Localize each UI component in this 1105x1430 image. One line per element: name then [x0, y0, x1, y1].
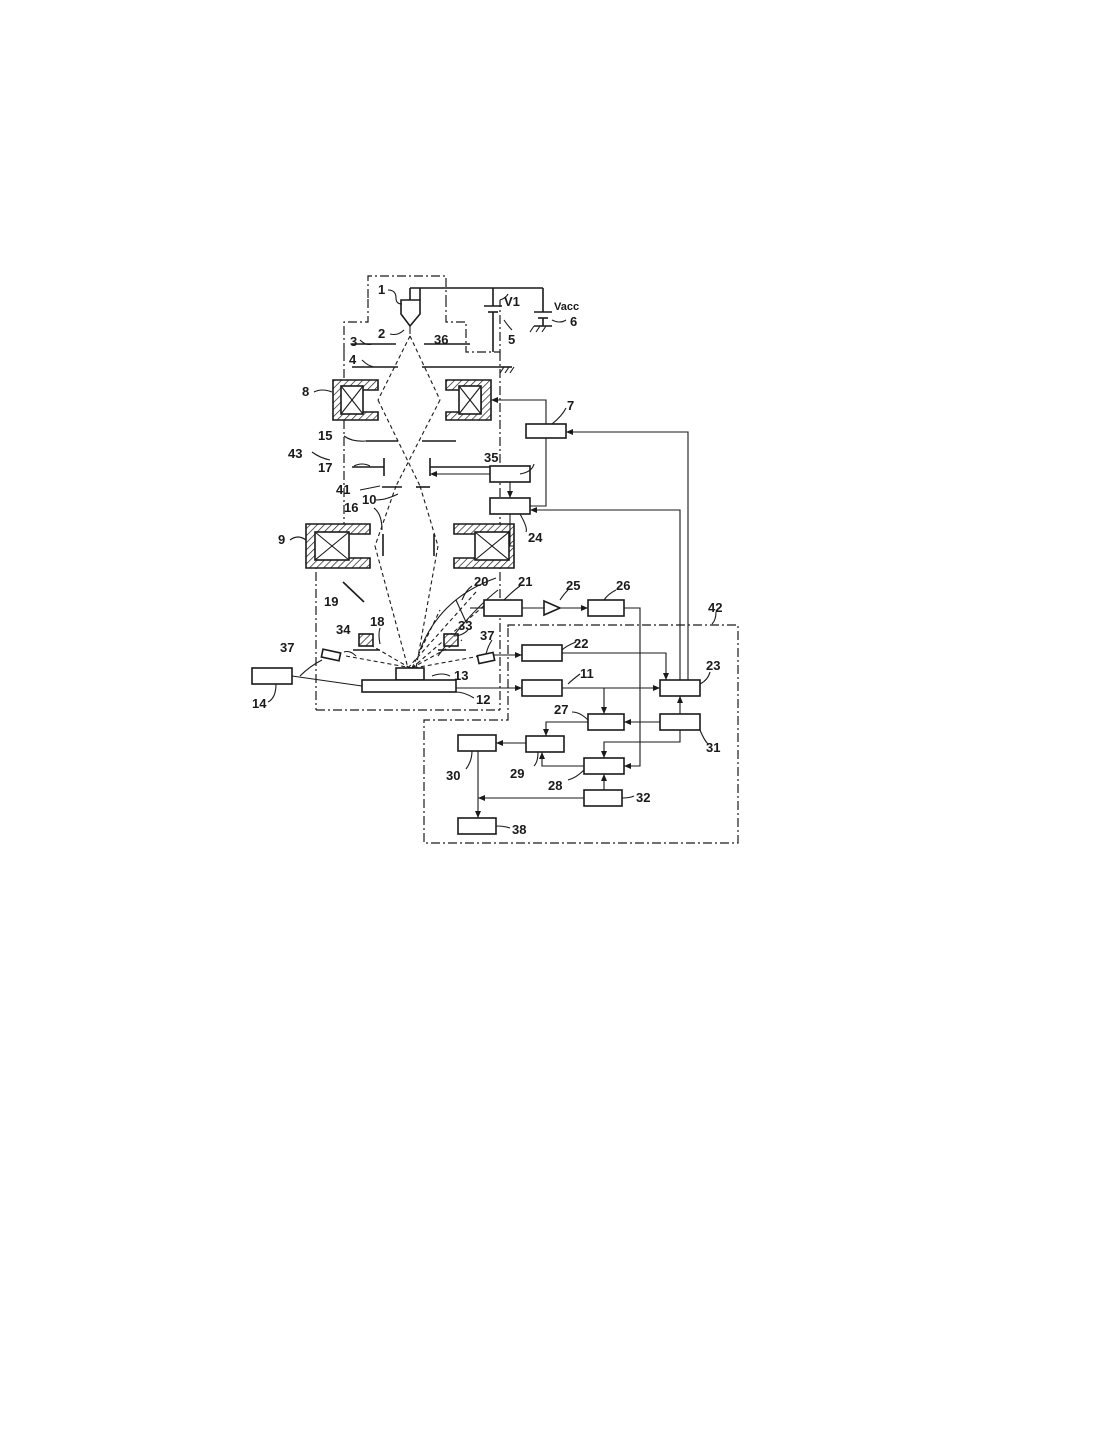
- xray-analyzer: [521, 644, 563, 662]
- label-16: 16: [344, 500, 358, 515]
- label-43: 43: [288, 446, 302, 461]
- blanking-electrode: [352, 458, 498, 476]
- label-29: 29: [510, 766, 524, 781]
- label-19: 19: [324, 594, 338, 609]
- voltage-source-v1: [484, 288, 502, 352]
- label-31: 31: [706, 740, 720, 755]
- label-30: 30: [446, 768, 460, 783]
- storage-unit: [583, 789, 623, 807]
- label-34: 34: [336, 622, 351, 637]
- stage-drive: [251, 667, 363, 687]
- reflector-plate: [342, 581, 365, 603]
- label-5: 5: [508, 332, 515, 347]
- label-15: 15: [318, 428, 332, 443]
- condenser-lens-left: [332, 379, 379, 421]
- label-9: 9: [278, 532, 285, 547]
- voltage-source-vacc: [529, 288, 552, 333]
- blanker-driver: [489, 465, 531, 483]
- label-37-left: 37: [280, 640, 294, 655]
- display-unit: [457, 734, 497, 752]
- condenser-lens-right: [445, 379, 492, 421]
- label-38: 38: [512, 822, 526, 837]
- deflector: [382, 534, 435, 556]
- xray-detector-right: [476, 651, 496, 665]
- label-24: 24: [528, 530, 543, 545]
- stage-controller: [521, 679, 563, 697]
- label-32: 32: [636, 790, 650, 805]
- arithmetic-unit: [587, 713, 625, 731]
- specimen: [395, 667, 425, 681]
- label-27: 27: [554, 702, 568, 717]
- label-20: 20: [474, 574, 488, 589]
- label-42: 42: [708, 600, 722, 615]
- label-33: 33: [458, 618, 472, 633]
- electron-gun: [400, 287, 543, 334]
- deflector-driver: [489, 497, 531, 515]
- label-35: 35: [484, 450, 498, 465]
- label-3: 3: [350, 334, 357, 349]
- label-21: 21: [518, 574, 532, 589]
- secondary-electron-detector: [419, 577, 499, 657]
- column-enclosure: [315, 275, 501, 711]
- label-v1: V1: [504, 294, 520, 309]
- label-4: 4: [349, 352, 357, 367]
- label-6: 6: [570, 314, 577, 329]
- signal-connections: [430, 397, 689, 818]
- amplifier-symbol: [543, 599, 562, 617]
- objective-lens-left: [305, 523, 371, 569]
- label-37-right: 37: [480, 628, 494, 643]
- memory-unit: [659, 713, 701, 731]
- label-28: 28: [548, 778, 562, 793]
- lens-power-supply: [525, 423, 567, 439]
- label-13: 13: [454, 668, 468, 683]
- label-22: 22: [574, 636, 588, 651]
- main-controller: [659, 679, 701, 697]
- comparator: [525, 735, 565, 753]
- objective-lens-right: [453, 523, 515, 569]
- label-12: 12: [476, 692, 490, 707]
- label-14: 14: [252, 696, 267, 711]
- label-17: 17: [318, 460, 332, 475]
- detector-left: [353, 633, 380, 651]
- label-vacc: Vacc: [554, 301, 579, 313]
- xray-detector-left: [320, 648, 342, 662]
- detector-amplifier: [483, 599, 523, 617]
- detector-right: [438, 633, 466, 651]
- electron-beam-rays: [345, 335, 487, 669]
- label-2: 2: [378, 326, 385, 341]
- leader-lines: [267, 289, 717, 829]
- label-26: 26: [616, 578, 630, 593]
- label-23: 23: [706, 658, 720, 673]
- output-unit: [457, 817, 497, 835]
- control-unit-enclosure: [423, 624, 739, 844]
- label-10: 10: [362, 492, 376, 507]
- label-7: 7: [567, 398, 574, 413]
- label-41: 41: [336, 482, 350, 497]
- label-18: 18: [370, 614, 384, 629]
- image-processor: [583, 757, 625, 775]
- label-8: 8: [302, 384, 309, 399]
- specimen-stage: [361, 679, 457, 693]
- label-25: 25: [566, 578, 580, 593]
- label-11: 11: [580, 666, 594, 681]
- reference-labels: 1 2 36 3 4 V1 5 Vacc 6 8 7 15 43 17 35 4…: [252, 282, 722, 837]
- label-36: 36: [434, 332, 448, 347]
- signal-processor: [587, 599, 625, 617]
- label-1: 1: [378, 282, 385, 297]
- acceleration-electrode: [352, 366, 515, 374]
